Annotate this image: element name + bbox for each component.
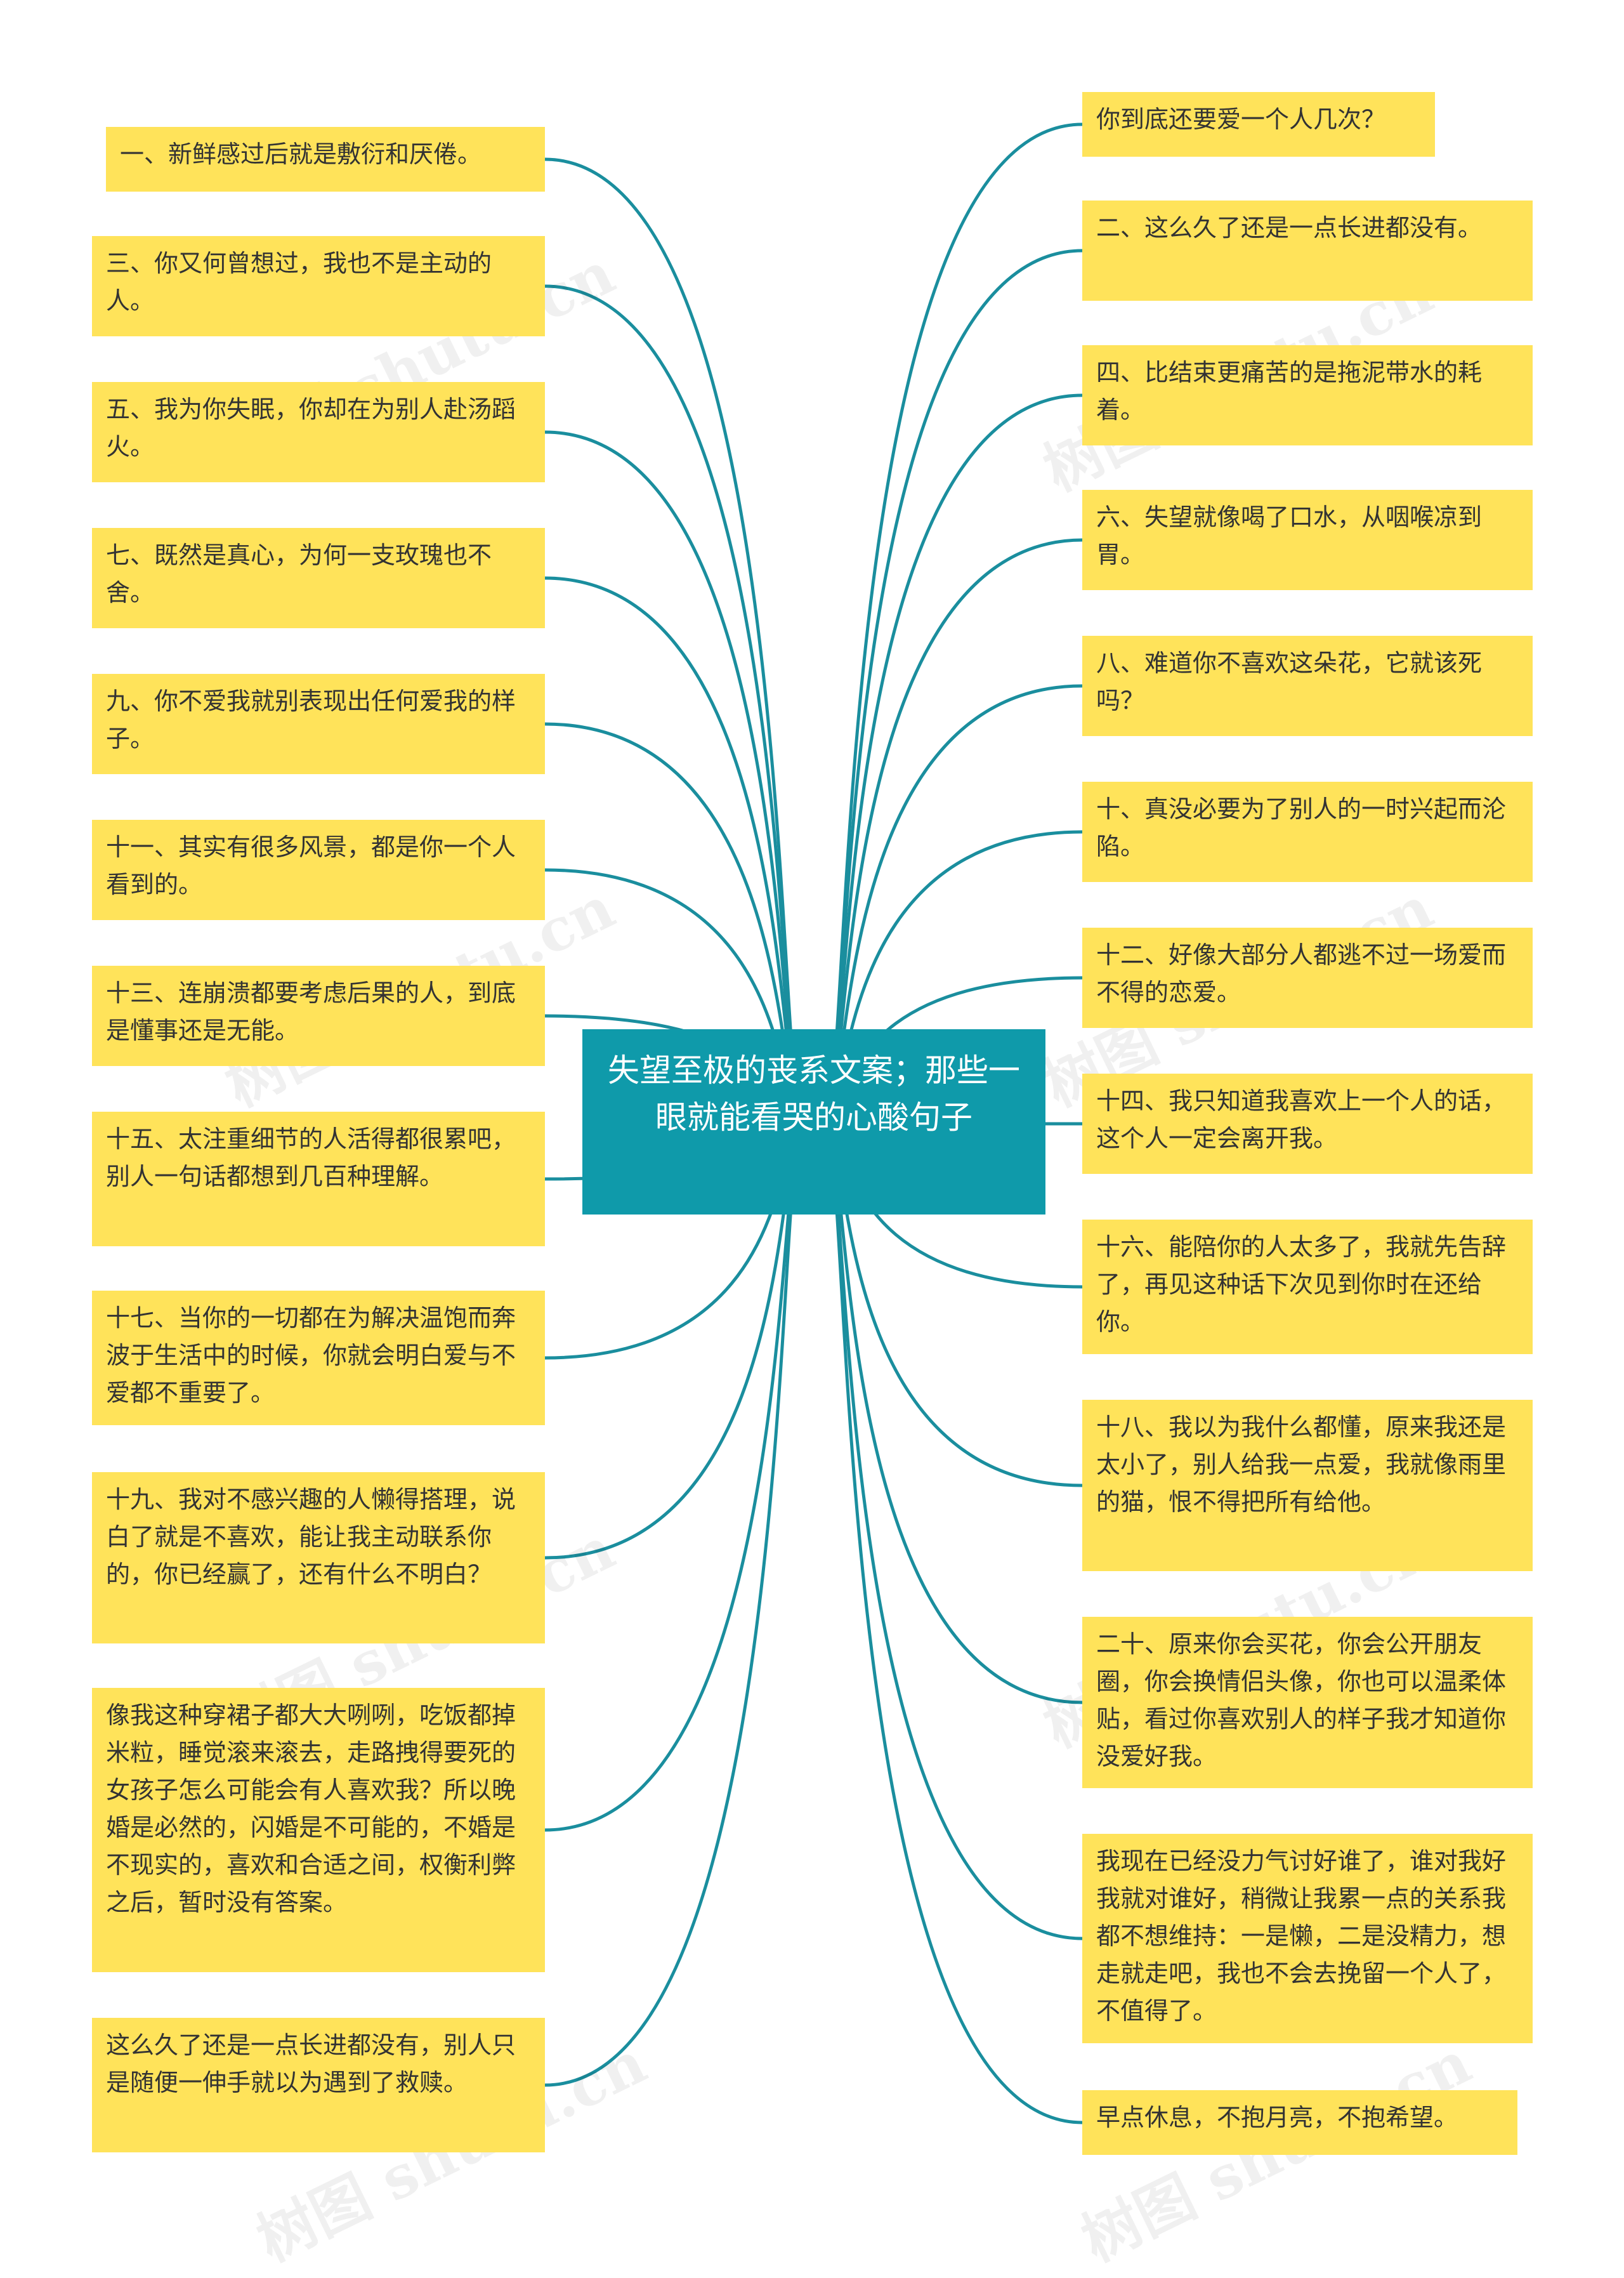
left-node-6[interactable]: 十一、其实有很多风景，都是你一个人看到的。: [92, 820, 545, 920]
right-node-5[interactable]: 八、难道你不喜欢这朵花，它就该死吗？: [1082, 636, 1533, 736]
connector-right-1: [825, 122, 1084, 1124]
left-node-11[interactable]: 像我这种穿裙子都大大咧咧，吃饭都掉米粒，睡觉滚来滚去，走路拽得要死的女孩子怎么可…: [92, 1688, 545, 1972]
left-node-1[interactable]: 一、新鲜感过后就是敷衍和厌倦。: [106, 127, 545, 192]
left-node-5[interactable]: 九、你不爱我就别表现出任何爱我的样子。: [92, 674, 545, 774]
right-node-11[interactable]: 二十、原来你会买花，你会公开朋友圈，你会换情侣头像，你也可以温柔体贴，看过你喜欢…: [1082, 1617, 1533, 1788]
right-node-8[interactable]: 十四、我只知道我喜欢上一个人的话，这个人一定会离开我。: [1082, 1074, 1533, 1174]
left-node-2[interactable]: 三、你又何曾想过，我也不是主动的人。: [92, 236, 545, 336]
right-node-7[interactable]: 十二、好像大部分人都逃不过一场爱而不得的恋爱。: [1082, 928, 1533, 1028]
connector-right-12: [825, 1120, 1084, 1940]
left-node-10[interactable]: 十九、我对不感兴趣的人懒得搭理，说白了就是不喜欢，能让我主动联系你的，你已经赢了…: [92, 1472, 545, 1643]
left-node-4[interactable]: 七、既然是真心，为何一支玫瑰也不舍。: [92, 528, 545, 628]
right-node-3[interactable]: 四、比结束更痛苦的是拖泥带水的耗着。: [1082, 345, 1533, 445]
left-node-12[interactable]: 这么久了还是一点长进都没有，别人只是随便一伸手就以为遇到了救赎。: [92, 2018, 545, 2152]
root-topic[interactable]: 失望至极的丧系文案；那些一眼就能看哭的心酸句子: [582, 1029, 1045, 1215]
right-node-2[interactable]: 二、这么久了还是一点长进都没有。: [1082, 201, 1533, 301]
connector-left-11: [543, 1120, 803, 1832]
left-node-7[interactable]: 十三、连崩溃都要考虑后果的人，到底是懂事还是无能。: [92, 966, 545, 1066]
right-node-13[interactable]: 早点休息，不抱月亮，不抱希望。: [1082, 2090, 1517, 2155]
left-node-9[interactable]: 十七、当你的一切都在为解决温饱而奔波于生活中的时候，你就会明白爱与不爱都不重要了…: [92, 1291, 545, 1425]
connector-right-2: [825, 249, 1084, 1124]
right-node-12[interactable]: 我现在已经没力气讨好谁了，谁对我好我就对谁好，稍微让我累一点的关系我都不想维持：…: [1082, 1834, 1533, 2043]
right-node-6[interactable]: 十、真没必要为了别人的一时兴起而沦陷。: [1082, 782, 1533, 882]
connector-left-3: [543, 430, 803, 1124]
left-node-8[interactable]: 十五、太注重细节的人活得都很累吧，别人一句话都想到几百种理解。: [92, 1112, 545, 1246]
connector-right-13: [825, 1120, 1084, 2124]
right-node-1[interactable]: 你到底还要爱一个人几次？: [1082, 92, 1435, 157]
connector-left-12: [543, 1120, 803, 2087]
right-node-9[interactable]: 十六、能陪你的人太多了，我就先告辞了，再见这种话下次见到你时在还给你。: [1082, 1220, 1533, 1354]
connector-left-2: [543, 284, 803, 1124]
right-node-10[interactable]: 十八、我以为我什么都懂，原来我还是太小了，别人给我一点爱，我就像雨里的猫，恨不得…: [1082, 1400, 1533, 1571]
right-node-4[interactable]: 六、失望就像喝了口水，从咽喉凉到胃。: [1082, 490, 1533, 590]
connector-right-3: [825, 393, 1084, 1124]
left-node-3[interactable]: 五、我为你失眠，你却在为别人赴汤蹈火。: [92, 382, 545, 482]
